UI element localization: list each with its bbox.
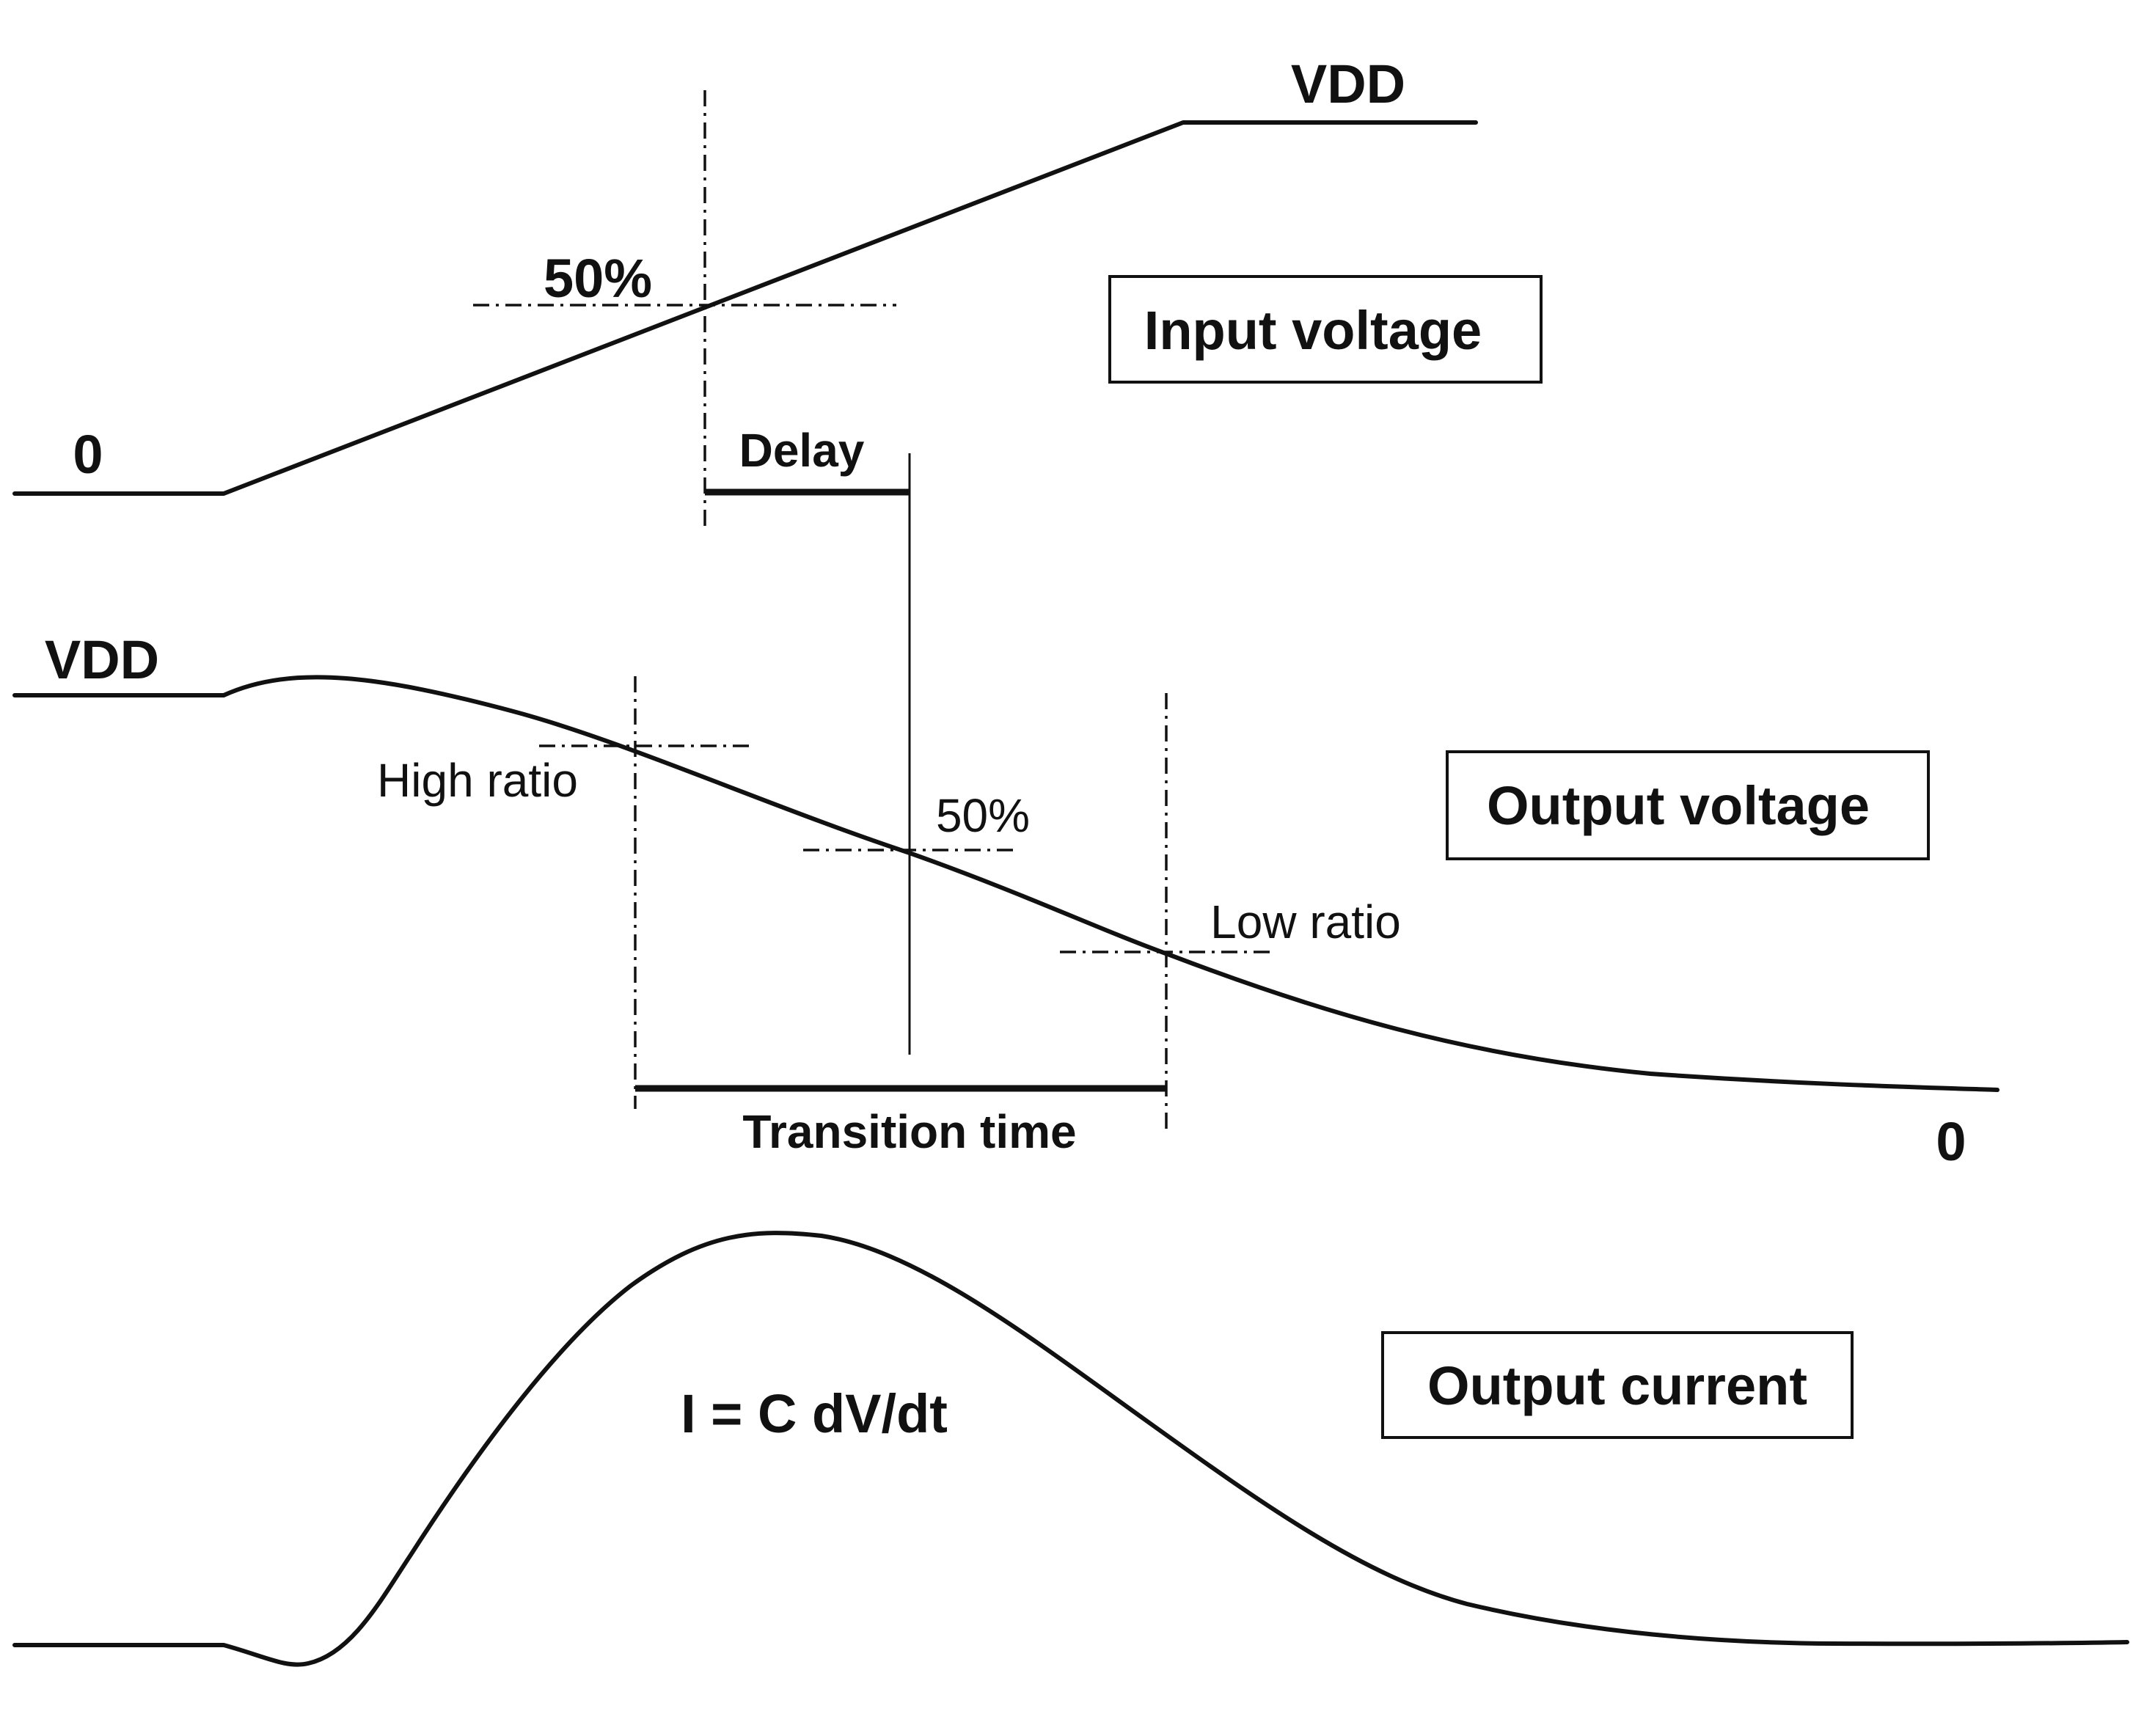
- high-ratio-label: High ratio: [377, 754, 578, 807]
- input-50-percent-label: 50%: [544, 248, 652, 309]
- input-voltage-section: 0 VDD 50% Input voltage: [12, 54, 1543, 530]
- output-voltage-box: [1446, 750, 1930, 860]
- input-low-label: 0: [73, 424, 103, 485]
- output-voltage-section: VDD 0 High ratio 50% Low ratio Transitio…: [12, 629, 2000, 1172]
- output-50-percent-label: 50%: [936, 789, 1030, 842]
- delay-label: Delay: [739, 424, 865, 477]
- input-voltage-waveform: [12, 120, 1478, 496]
- current-formula-label: I = C dV/dt: [681, 1383, 948, 1444]
- output-high-label: VDD: [45, 629, 159, 690]
- output-current-waveform: [12, 1231, 2129, 1667]
- input-high-label: VDD: [1291, 54, 1405, 114]
- low-ratio-label: Low ratio: [1210, 896, 1401, 948]
- output-current-label: Output current: [1427, 1355, 1807, 1416]
- delay-section: Delay: [705, 424, 911, 1055]
- output-current-section: I = C dV/dt Output current: [12, 1231, 2129, 1667]
- output-voltage-waveform: [12, 675, 2000, 1092]
- input-voltage-box: [1108, 275, 1543, 384]
- transition-time-label: Transition time: [742, 1105, 1076, 1158]
- output-low-label: 0: [1936, 1111, 1966, 1172]
- input-voltage-label: Input voltage: [1144, 300, 1482, 361]
- output-voltage-label: Output voltage: [1487, 775, 1870, 836]
- output-current-box: [1381, 1331, 1854, 1439]
